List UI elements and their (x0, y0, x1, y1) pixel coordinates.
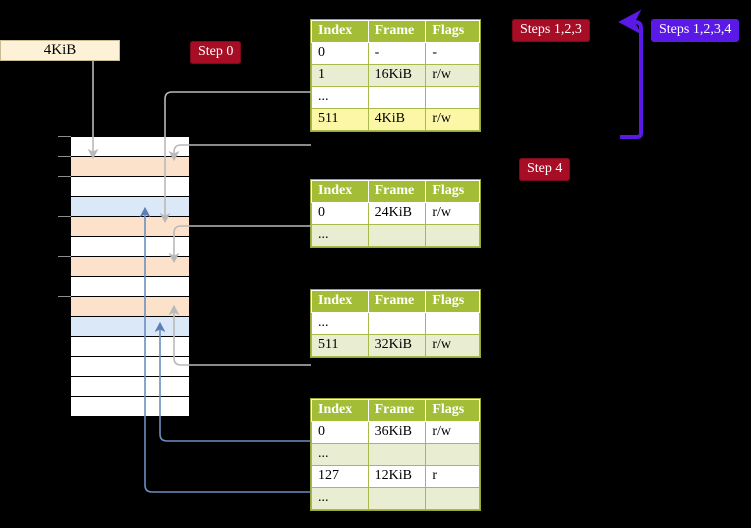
table-cell: 36KiB (367, 421, 427, 444)
memory-tick (58, 256, 71, 257)
memory-row (71, 177, 189, 197)
memory-row (71, 237, 189, 257)
column-header-index: Index (311, 20, 369, 43)
step-0-badge: Step 0 (190, 41, 242, 64)
column-header-index: Index (311, 399, 369, 422)
table-cell: 0 (311, 202, 369, 225)
table-cell (367, 86, 427, 109)
table-cell: r/w (425, 421, 480, 444)
table-cell (425, 443, 480, 466)
table-cell: 24KiB (367, 202, 427, 225)
memory-row (71, 377, 189, 397)
table-row: ... (311, 312, 480, 335)
table-cell: ... (311, 312, 369, 335)
table-cell: 511 (311, 108, 369, 131)
table-cell (367, 443, 427, 466)
table-cell: r/w (425, 64, 480, 87)
table-cell: ... (311, 224, 369, 247)
memory-row (71, 397, 189, 416)
table-cell: 12KiB (367, 465, 427, 488)
steps-bracket-arrow (618, 9, 643, 139)
table-row: ... (311, 86, 480, 109)
table-row: 0-- (311, 42, 480, 65)
table-cell: ... (311, 86, 369, 109)
table-cell: 0 (311, 421, 369, 444)
table-row: ... (311, 443, 480, 466)
steps-123-badge: Steps 1,2,3 (512, 19, 590, 42)
column-header-index: Index (311, 180, 369, 203)
steps-1234-badge: Steps 1,2,3,4 (651, 19, 740, 42)
table-cell: 1 (311, 64, 369, 87)
table-cell: r/w (425, 202, 480, 225)
memory-tick (58, 216, 71, 217)
table-cell: ... (311, 443, 369, 466)
column-header-flags: Flags (425, 290, 480, 313)
table-cell: ... (311, 487, 369, 510)
memory-row (71, 157, 189, 177)
column-header-frame: Frame (367, 20, 427, 43)
wire-pdpt-row0 (168, 225, 311, 264)
table-cell: 4KiB (367, 108, 427, 131)
column-header-index: Index (311, 290, 369, 313)
table-cell (425, 487, 480, 510)
wire-pd-row511 (168, 304, 311, 366)
column-header-frame: Frame (367, 180, 427, 203)
table-cell: r (425, 465, 480, 488)
column-header-flags: Flags (425, 20, 480, 43)
memory-row (71, 337, 189, 357)
wire-pml4-row511 (168, 144, 311, 162)
table-cell (425, 312, 480, 335)
column-header-frame: Frame (367, 399, 427, 422)
table-cell (367, 312, 427, 335)
table-cell: 511 (311, 334, 369, 357)
table-cell: r/w (425, 108, 480, 131)
memory-tick (58, 296, 71, 297)
table-row: ... (311, 487, 480, 510)
memory-row (71, 137, 189, 157)
table-cell (367, 487, 427, 510)
column-header-frame: Frame (367, 290, 427, 313)
memory-row (71, 217, 189, 237)
table-cell: r/w (425, 334, 480, 357)
step-4-badge: Step 4 (519, 158, 571, 181)
memory-tick (58, 156, 71, 157)
memory-tick (58, 136, 71, 137)
table-cell: - (425, 42, 480, 65)
table-cell (425, 224, 480, 247)
table-cell: 16KiB (367, 64, 427, 87)
memory-row (71, 297, 189, 317)
page-size-box: 4KiB (0, 40, 120, 61)
memory-row (71, 257, 189, 277)
table-row: ... (311, 224, 480, 247)
table-cell: 127 (311, 465, 369, 488)
column-header-flags: Flags (425, 399, 480, 422)
memory-tick (58, 176, 71, 177)
table-cell: 32KiB (367, 334, 427, 357)
page-size-label: 4KiB (43, 42, 77, 58)
table-cell (367, 224, 427, 247)
column-header-flags: Flags (425, 180, 480, 203)
table-cell: - (367, 42, 427, 65)
table-cell (425, 86, 480, 109)
memory-row (71, 357, 189, 377)
memory-row (71, 317, 189, 337)
physical-memory-grid (70, 136, 190, 417)
table-cell: 0 (311, 42, 369, 65)
memory-row (71, 197, 189, 217)
memory-row (71, 277, 189, 297)
